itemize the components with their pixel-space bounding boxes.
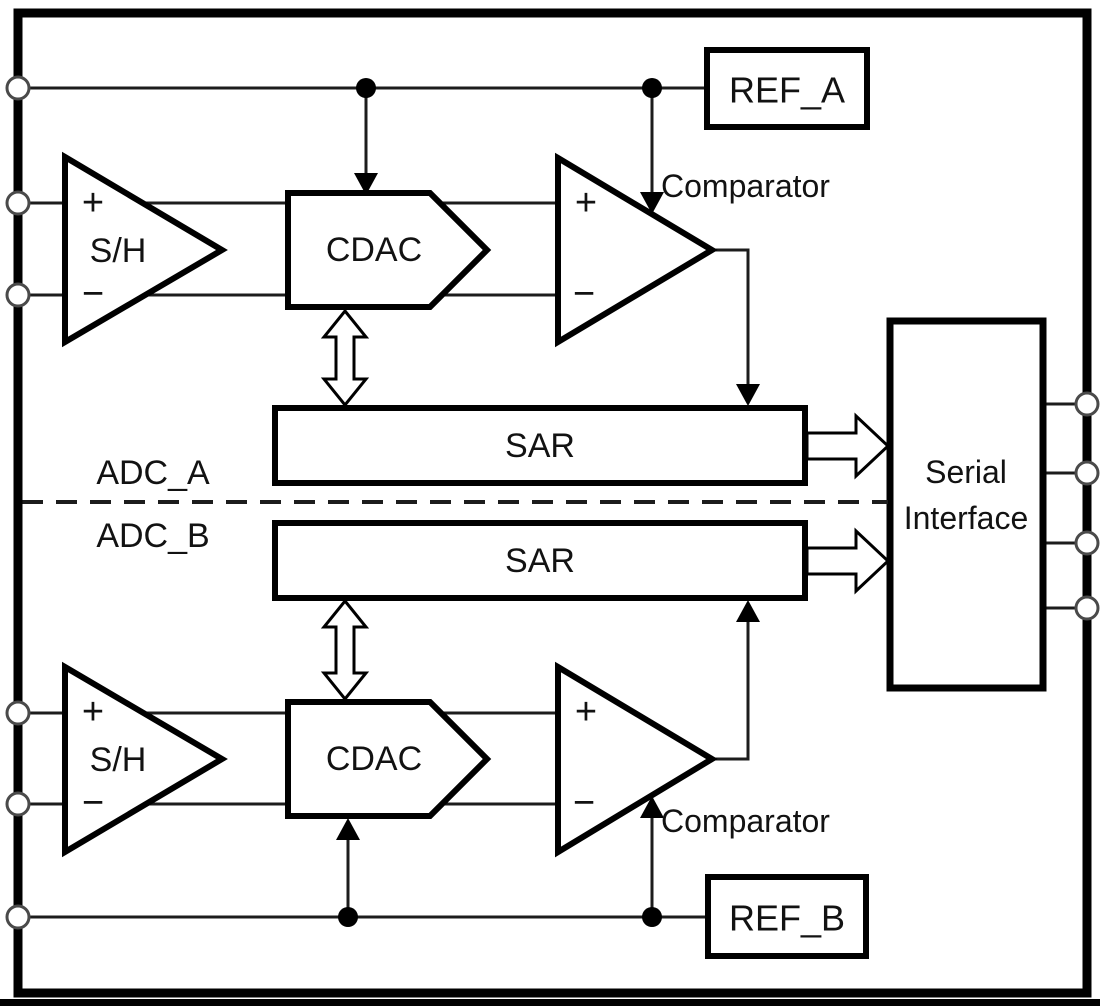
terminal-serial-1 bbox=[1074, 391, 1100, 417]
junction-dot bbox=[642, 78, 662, 98]
sh-a-triangle bbox=[62, 151, 228, 348]
sar-b-to-serial-block-arrow-icon bbox=[805, 527, 891, 595]
comparator-b-triangle bbox=[555, 661, 718, 858]
comparator-b-to-sar-b-wire bbox=[712, 619, 750, 761]
sar-b-box bbox=[272, 520, 808, 601]
arrow-up-into-cdac-b-icon bbox=[336, 818, 360, 840]
sar-b-cdac-b-double-arrow-icon bbox=[320, 598, 370, 702]
terminal-in-b-minus bbox=[5, 791, 31, 817]
terminal-in-b-plus bbox=[5, 700, 31, 726]
sh-a-plus-sign: + bbox=[82, 182, 104, 224]
cdac-a-shape bbox=[285, 190, 492, 310]
junction-dot bbox=[356, 78, 376, 98]
comparator-a-minus-sign: − bbox=[573, 273, 595, 315]
cdac-a-label: CDAC bbox=[326, 231, 422, 269]
terminal-serial-4 bbox=[1074, 595, 1100, 621]
terminal-serial-2 bbox=[1074, 460, 1100, 486]
terminal-in-a-minus bbox=[5, 282, 31, 308]
junction-dot bbox=[338, 907, 358, 927]
terminal-in-a-plus bbox=[5, 190, 31, 216]
ref-b-box bbox=[705, 874, 869, 959]
ref-b-label: REF_B bbox=[729, 898, 845, 939]
ref-a-label: REF_A bbox=[729, 70, 845, 111]
sh-b-triangle bbox=[62, 661, 228, 858]
sh-b-plus-sign: + bbox=[82, 691, 104, 733]
junction-dot bbox=[642, 907, 662, 927]
comparator-a-to-sar-a-wire bbox=[712, 248, 750, 387]
cdac-b-shape bbox=[285, 699, 492, 819]
comparator-b-minus-sign: − bbox=[573, 782, 595, 824]
comparator-a-plus-sign: + bbox=[575, 182, 597, 224]
terminal-ref-b bbox=[5, 904, 31, 930]
package-border bbox=[13, 8, 1092, 998]
ref-a-box bbox=[704, 47, 870, 130]
arrow-down-into-cdac-a-icon bbox=[354, 173, 378, 195]
arrowheads bbox=[336, 173, 760, 840]
arrow-down-into-comparator-a-icon bbox=[640, 192, 664, 214]
cdac-a-sar-a-double-arrow-icon bbox=[320, 308, 370, 408]
terminals bbox=[5, 75, 1100, 930]
sar-a-label: SAR bbox=[505, 427, 575, 465]
comparator-b-plus-sign: + bbox=[575, 691, 597, 733]
serial-interface-box bbox=[886, 317, 1047, 692]
terminal-serial-3 bbox=[1074, 530, 1100, 556]
adc-a-channel-label: ADC_A bbox=[96, 454, 210, 492]
sar-a-to-serial-block-arrow-icon bbox=[805, 412, 891, 480]
arrow-down-into-sar-a-icon bbox=[736, 384, 760, 406]
arrow-up-into-sar-b-icon bbox=[736, 600, 760, 622]
comparator-b-label: Comparator bbox=[661, 803, 830, 839]
sh-b-minus-sign: − bbox=[82, 782, 104, 824]
terminal-ref-a bbox=[5, 75, 31, 101]
arrow-up-into-comparator-b-icon bbox=[640, 796, 664, 818]
bottom-rule bbox=[0, 999, 1100, 1006]
adc-b-channel-label: ADC_B bbox=[96, 517, 209, 555]
sh-a-minus-sign: − bbox=[82, 273, 104, 315]
sar-a-box bbox=[272, 405, 808, 486]
serial-interface-label-line2: Interface bbox=[904, 500, 1029, 536]
comparator-a-label: Comparator bbox=[661, 168, 830, 204]
sh-a-label: S/H bbox=[90, 232, 147, 270]
serial-interface-label-line1: Serial bbox=[925, 454, 1007, 490]
comparator-a-triangle bbox=[555, 152, 718, 348]
sh-b-label: S/H bbox=[90, 741, 147, 779]
cdac-b-label: CDAC bbox=[326, 740, 422, 778]
sar-b-label: SAR bbox=[505, 542, 575, 580]
